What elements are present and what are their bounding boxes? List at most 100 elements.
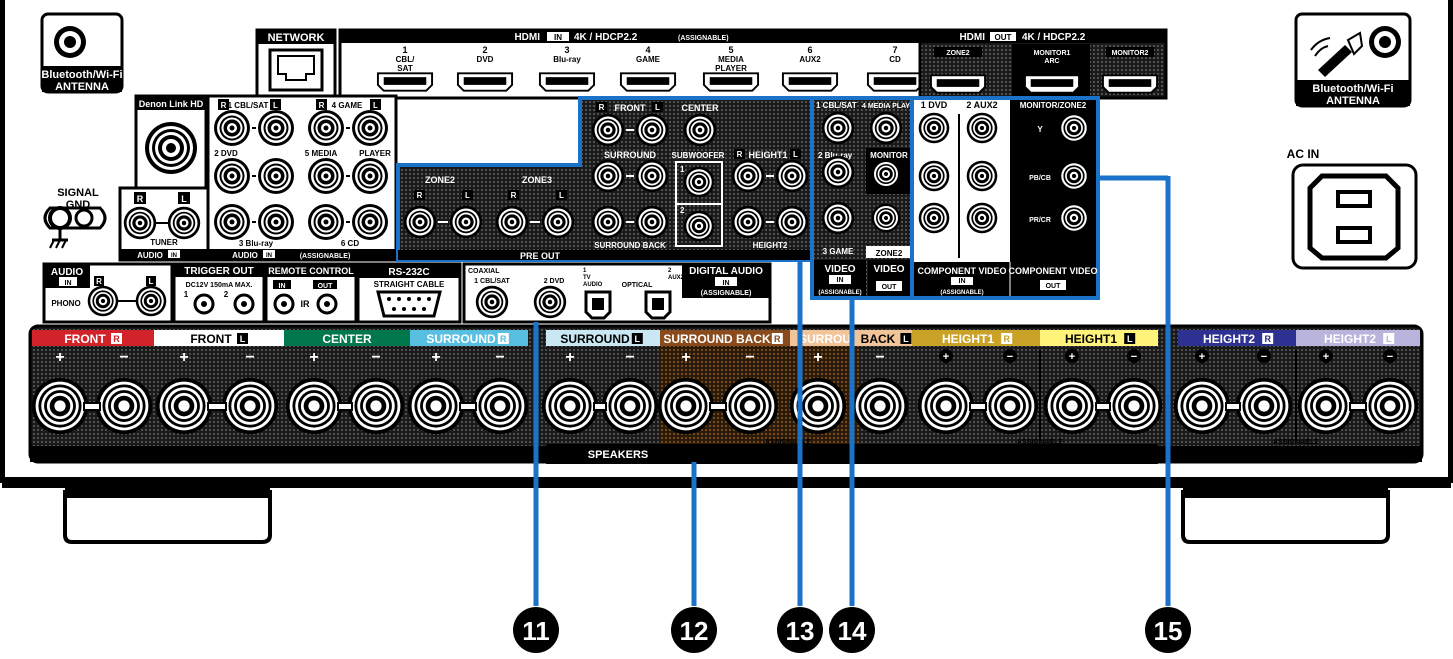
hdmi-in-port-7[interactable] (866, 72, 924, 92)
optical-jack-2[interactable] (644, 290, 672, 320)
optical-jack-1[interactable] (584, 290, 612, 320)
hdmi-in-port-2[interactable] (456, 72, 514, 92)
pre-surround-jack[interactable] (591, 159, 625, 193)
tuner-audio-in: R L TUNER AUDIO IN (118, 186, 210, 262)
speaker-binding-post[interactable] (721, 377, 779, 435)
hdmi-in-port-5[interactable] (702, 72, 760, 92)
phono-jack-l[interactable] (135, 285, 167, 317)
component-out-jack[interactable] (1058, 160, 1090, 192)
speaker-binding-post[interactable] (1043, 377, 1101, 435)
speaker-binding-post[interactable] (95, 377, 153, 435)
pre-front-l-jack[interactable] (635, 113, 669, 147)
speaker-channel-name: HEIGHT2 (1203, 332, 1255, 346)
foot-right (1181, 490, 1390, 544)
pre-height2-jack[interactable] (775, 205, 809, 239)
component-out-jack[interactable] (1058, 112, 1090, 144)
speaker-binding-post[interactable] (347, 377, 405, 435)
phono-label: PHONO (51, 299, 80, 308)
speaker-binding-post[interactable] (917, 377, 975, 435)
video-in-2-jack[interactable] (821, 155, 855, 189)
network-port[interactable]: NETWORK (255, 28, 337, 98)
pre-zone-jack[interactable] (449, 205, 483, 239)
video-zone2-jack[interactable] (871, 203, 901, 233)
hdmi-in-port-6[interactable] (781, 72, 839, 92)
audio-in-jack[interactable] (308, 110, 344, 146)
video-in-3-jack[interactable] (821, 201, 855, 235)
speaker-binding-post[interactable] (981, 377, 1039, 435)
audio-in-jack[interactable] (352, 204, 388, 240)
polarity-sign: + (565, 349, 574, 366)
speaker-binding-post[interactable] (1297, 377, 1355, 435)
component-in-1-jack[interactable] (918, 112, 950, 144)
pre-height1-jack[interactable] (775, 159, 809, 193)
speaker-binding-post[interactable] (1361, 377, 1419, 435)
pre-height1-jack[interactable] (731, 159, 765, 193)
hdmi-out-port-1[interactable] (929, 74, 987, 94)
trigger-label: TRIGGER OUT (184, 266, 253, 277)
pre-surround-back-jack[interactable] (635, 205, 669, 239)
hdmi-in-port-3[interactable] (538, 72, 596, 92)
speaker-binding-post[interactable] (471, 377, 529, 435)
pre-surround-back-jack[interactable] (591, 205, 625, 239)
tuner-jack-r[interactable] (123, 206, 157, 240)
audio-in-jack[interactable] (214, 110, 250, 146)
pre-subwoofer-1-jack[interactable] (683, 166, 715, 198)
speaker-binding-post[interactable] (657, 377, 715, 435)
speaker-binding-post[interactable] (1173, 377, 1231, 435)
pre-center-jack[interactable] (683, 113, 717, 147)
video-in-4-jack[interactable] (869, 111, 903, 145)
pre-zone-jack[interactable] (495, 205, 529, 239)
component-in-2-jack[interactable] (966, 112, 998, 144)
audio-in-jack[interactable] (258, 204, 294, 240)
component-in-1-jack[interactable] (918, 160, 950, 192)
hdmi-in-port-4[interactable] (619, 72, 677, 92)
speaker-binding-post[interactable] (1235, 377, 1293, 435)
hdmi-in-port-1[interactable] (376, 72, 434, 92)
pre-front-r-jack[interactable] (591, 113, 625, 147)
speaker-binding-post[interactable] (851, 377, 909, 435)
video-in-1-jack[interactable] (821, 111, 855, 145)
component-out-jack[interactable] (1058, 202, 1090, 234)
speaker-binding-post[interactable] (541, 377, 599, 435)
audio-in-jack[interactable] (308, 158, 344, 194)
coaxial-jack-2[interactable] (533, 285, 567, 319)
pre-zone-jack[interactable] (403, 205, 437, 239)
coaxial-jack-1[interactable] (475, 285, 509, 319)
hdmi-out-badge: OUT (995, 33, 1012, 42)
tuner-jack-l[interactable] (167, 206, 201, 240)
rs232c-port[interactable]: RS-232C STRAIGHT CABLE (356, 262, 462, 324)
audio-in-jack[interactable] (258, 110, 294, 146)
speaker-binding-post[interactable] (601, 377, 659, 435)
pre-height1-label: HEIGHT1 (748, 150, 787, 160)
audio-in-jack[interactable] (352, 158, 388, 194)
component-out-badge: OUT (1046, 283, 1062, 290)
speaker-binding-post[interactable] (285, 377, 343, 435)
audio-in-jack[interactable] (352, 110, 388, 146)
component-in-2-jack[interactable] (966, 202, 998, 234)
hdmi-out-port-3[interactable] (1101, 74, 1159, 94)
pre-zone-jack[interactable] (541, 205, 575, 239)
ac-in[interactable]: AC IN (1287, 147, 1418, 270)
polarity-sign: + (681, 349, 690, 366)
speaker-binding-post[interactable] (155, 377, 213, 435)
speaker-binding-post[interactable] (407, 377, 465, 435)
hdmi-out-port-2[interactable] (1023, 74, 1081, 94)
speaker-binding-post[interactable] (221, 377, 279, 435)
component-in-1-jack[interactable] (918, 202, 950, 234)
denon-link-hd[interactable]: Denon Link HD (134, 94, 208, 190)
audio-in-jack[interactable] (214, 204, 250, 240)
audio-in-jack[interactable] (214, 158, 250, 194)
pre-subwoofer-2-jack[interactable] (683, 210, 715, 242)
video-monitor-jack[interactable] (871, 159, 901, 189)
pre-surround-jack[interactable] (635, 159, 669, 193)
speaker-binding-post[interactable] (31, 377, 89, 435)
audio-in-jack[interactable] (308, 204, 344, 240)
phono-jack-r[interactable] (87, 285, 119, 317)
speaker-binding-post[interactable] (1105, 377, 1163, 435)
component-in-2-jack[interactable] (966, 160, 998, 192)
audio-in-jack[interactable] (258, 158, 294, 194)
pre-height2-jack[interactable] (731, 205, 765, 239)
